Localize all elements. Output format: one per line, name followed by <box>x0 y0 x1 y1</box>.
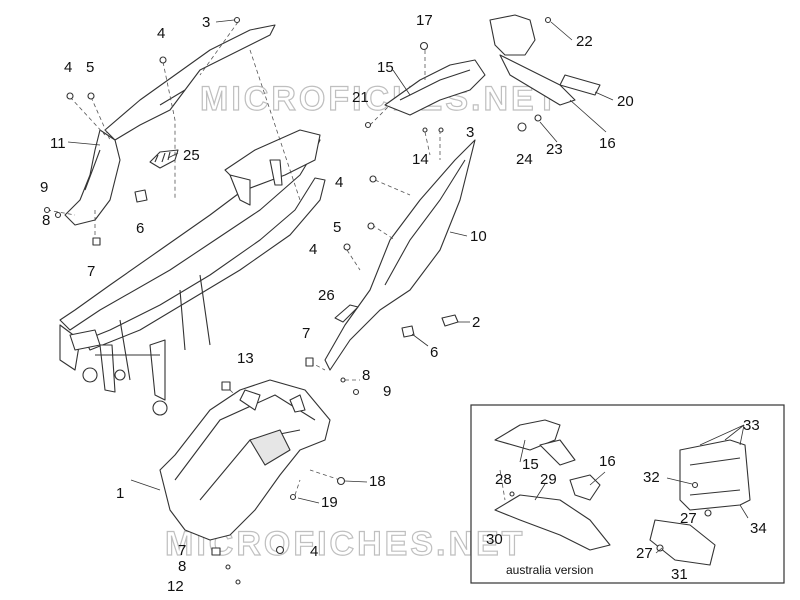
callout-16-inset: 16 <box>599 453 616 470</box>
assembly-lines <box>46 21 506 501</box>
callout-9-right: 9 <box>383 383 391 400</box>
callout-3-right: 3 <box>466 124 474 141</box>
callout-4-right-top: 4 <box>335 174 343 191</box>
callout-7-right: 7 <box>302 325 310 342</box>
callout-13: 13 <box>237 350 254 367</box>
watermark-top: MICROFICHES.NET <box>200 80 560 118</box>
part-26-strip <box>334 304 359 323</box>
callout-33: 33 <box>743 417 760 434</box>
left-bracket-11 <box>64 129 121 226</box>
callout-30: 30 <box>486 531 503 548</box>
callout-8-left: 8 <box>42 212 50 229</box>
callout-7-left: 7 <box>87 263 95 280</box>
callout-8-right: 8 <box>362 367 370 384</box>
callout-3-top: 3 <box>202 14 210 31</box>
australia-inset <box>470 404 785 584</box>
part-25-spring <box>149 149 179 169</box>
callout-14: 14 <box>412 151 429 168</box>
callout-18: 18 <box>369 473 386 490</box>
callout-8-bottom: 8 <box>178 558 186 575</box>
callout-5-left: 5 <box>86 59 94 76</box>
callout-11: 11 <box>50 135 66 152</box>
callout-4-left: 4 <box>64 59 72 76</box>
callout-29: 29 <box>540 471 557 488</box>
callout-25: 25 <box>183 147 200 164</box>
callout-34: 34 <box>750 520 767 537</box>
callout-4-bottom: 4 <box>310 543 318 560</box>
fasteners <box>43 16 712 585</box>
callout-31: 31 <box>671 566 688 583</box>
clip-2 <box>441 314 459 327</box>
callout-20: 20 <box>617 93 634 110</box>
callout-27-right: 27 <box>680 510 697 527</box>
callout-21: 21 <box>352 89 369 106</box>
callout-1: 1 <box>116 485 124 502</box>
callout-12: 12 <box>167 578 184 595</box>
grab-rail <box>104 24 276 141</box>
callout-5-right: 5 <box>333 219 341 236</box>
callout-15-main: 15 <box>377 59 394 76</box>
callout-15-inset: 15 <box>522 456 539 473</box>
plate-20 <box>559 74 601 96</box>
callouts: 3 4 4 5 11 25 9 6 8 7 17 22 15 21 20 3 1… <box>40 12 767 595</box>
callout-6-right: 6 <box>430 344 438 361</box>
leader-lines <box>67 19 749 554</box>
clip-6-right <box>401 325 415 338</box>
callout-16-main: 16 <box>599 135 616 152</box>
callout-9-left: 9 <box>40 179 48 196</box>
callout-17: 17 <box>416 12 433 29</box>
callout-32: 32 <box>643 469 660 486</box>
inset-caption: australia version <box>506 563 593 577</box>
clip-6-left <box>134 189 148 203</box>
callout-27-left: 27 <box>636 545 653 562</box>
callout-22: 22 <box>576 33 593 50</box>
rear-fender-15 <box>384 59 486 116</box>
under-tray-1 <box>159 379 331 541</box>
side-panel-10 <box>324 139 476 371</box>
callout-4-top: 4 <box>157 25 165 42</box>
callout-26: 26 <box>318 287 335 304</box>
callout-24: 24 <box>516 151 533 168</box>
callout-7-bottom: 7 <box>178 542 186 559</box>
callout-2: 2 <box>472 314 480 331</box>
callout-10: 10 <box>470 228 487 245</box>
callout-28: 28 <box>495 471 512 488</box>
callout-4-right-mid: 4 <box>309 241 317 258</box>
callout-19: 19 <box>321 494 338 511</box>
callout-6-left: 6 <box>136 220 144 237</box>
callout-23: 23 <box>546 141 563 158</box>
rear-frame <box>59 129 326 416</box>
tail-light-assembly <box>489 14 576 106</box>
